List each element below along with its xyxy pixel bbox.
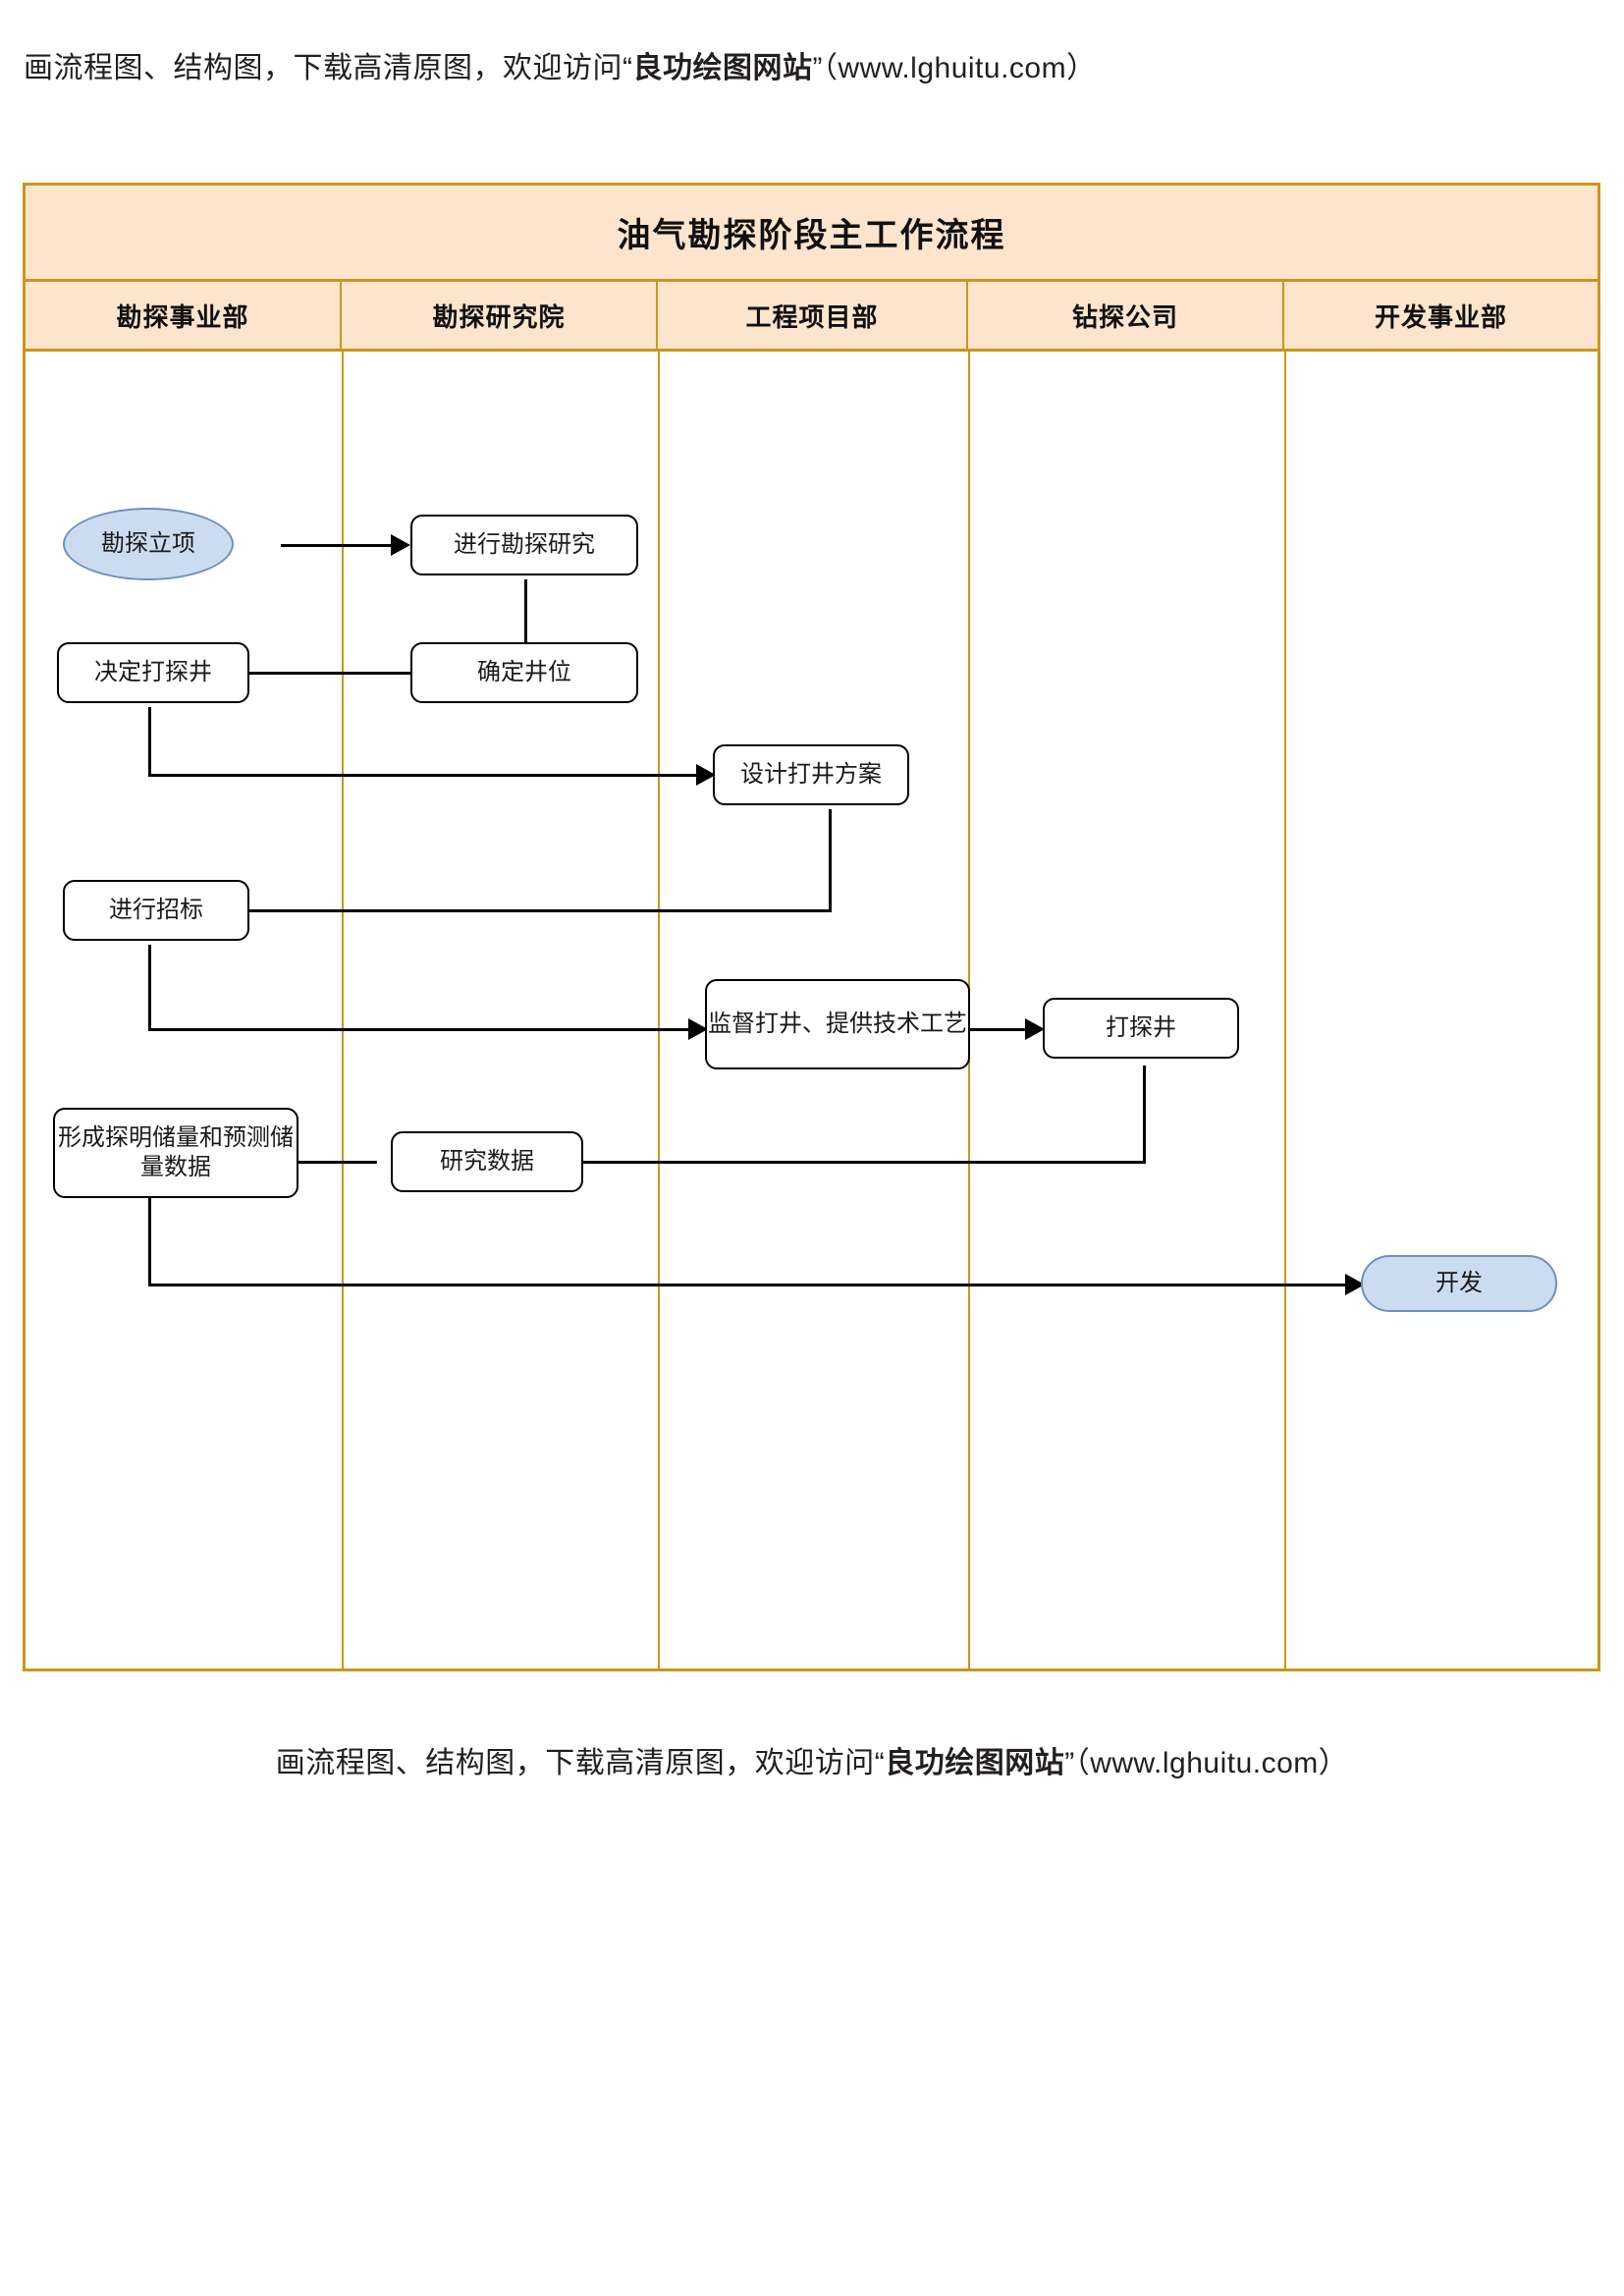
lane-body: 勘探立项 进行勘探研究 决定打探井 确定井位 设计打井方案 进行招标 监督打井、… xyxy=(26,352,1597,1668)
connector-design-down xyxy=(829,809,832,912)
arrowhead-decide-to-design xyxy=(696,764,716,786)
lane-header-row: 勘探事业部 勘探研究院 工程项目部 钻探公司 开发事业部 xyxy=(26,282,1597,352)
node-confirm-well-site[interactable]: 确定井位 xyxy=(410,642,638,703)
connector-research-to-reserve xyxy=(240,1161,377,1164)
node-drill-well[interactable]: 打探井 xyxy=(1043,998,1239,1059)
lane-header-exploration-institute: 勘探研究院 xyxy=(342,282,658,349)
arrowhead-reserve-to-development xyxy=(1345,1274,1365,1295)
lane-header-exploration-division: 勘探事业部 xyxy=(26,282,342,349)
promo-suffix-bottom: ”（www.lghuitu.com） xyxy=(1064,1747,1349,1779)
connector-design-to-bidding xyxy=(222,909,832,912)
arrowhead-supervise-to-drill xyxy=(1025,1018,1045,1040)
arrowhead-bidding-to-supervise xyxy=(688,1018,708,1040)
node-development[interactable]: 开发 xyxy=(1361,1255,1557,1312)
node-bidding[interactable]: 进行招标 xyxy=(63,880,249,941)
promo-prefix-bottom: 画流程图、结构图，下载高清原图，欢迎访问“ xyxy=(275,1747,886,1779)
lane-divider-4 xyxy=(1284,352,1286,1668)
node-decide-well[interactable]: 决定打探井 xyxy=(57,642,249,703)
promo-prefix-top: 画流程图、结构图，下载高清原图，欢迎访问“ xyxy=(24,52,633,84)
connector-reserve-down xyxy=(148,1196,151,1286)
promo-suffix-top: ”（www.lghuitu.com） xyxy=(812,52,1097,84)
connector-project-to-study xyxy=(281,544,393,547)
connector-drill-down xyxy=(1143,1066,1146,1164)
promo-brand-top: 良功绘图网站 xyxy=(632,52,813,84)
arrowhead-project-to-study xyxy=(391,534,410,556)
connector-drill-to-research xyxy=(440,1161,1146,1164)
node-supervise-drilling[interactable]: 监督打井、提供技术工艺 xyxy=(705,979,970,1069)
connector-decide-to-design xyxy=(148,774,698,777)
node-exploration-project[interactable]: 勘探立项 xyxy=(63,508,234,580)
lane-divider-2 xyxy=(658,352,660,1668)
flowchart-frame: 油气勘探阶段主工作流程 勘探事业部 勘探研究院 工程项目部 钻探公司 开发事业部 xyxy=(23,183,1600,1671)
node-design-plan[interactable]: 设计打井方案 xyxy=(713,744,909,805)
flowchart-title: 油气勘探阶段主工作流程 xyxy=(26,186,1597,282)
promo-caption-bottom: 画流程图、结构图，下载高清原图，欢迎访问“良功绘图网站”（www.lghuitu… xyxy=(0,1746,1624,1781)
connector-reserve-to-development xyxy=(148,1284,1347,1286)
node-research-data[interactable]: 研究数据 xyxy=(391,1131,583,1192)
promo-caption-top: 画流程图、结构图，下载高清原图，欢迎访问“良功绘图网站”（www.lghuitu… xyxy=(24,51,1097,86)
connector-decide-down xyxy=(148,707,151,776)
lane-header-development-division: 开发事业部 xyxy=(1374,301,1507,332)
connector-wellsite-to-decide xyxy=(222,672,426,675)
connector-study-to-wellsite xyxy=(524,579,527,654)
lane-divider-1 xyxy=(342,352,344,1668)
promo-brand-bottom: 良功绘图网站 xyxy=(885,1747,1065,1779)
connector-bidding-down xyxy=(148,945,151,1031)
connector-supervise-to-drill xyxy=(970,1028,1027,1031)
node-reserve-data[interactable]: 形成探明储量和预测储量数据 xyxy=(53,1108,298,1198)
lane-header-drilling-company: 钻探公司 xyxy=(968,282,1284,349)
connector-bidding-to-supervise xyxy=(148,1028,690,1031)
lane-header-engineering-project: 工程项目部 xyxy=(658,282,968,349)
node-exploration-study[interactable]: 进行勘探研究 xyxy=(410,515,638,575)
